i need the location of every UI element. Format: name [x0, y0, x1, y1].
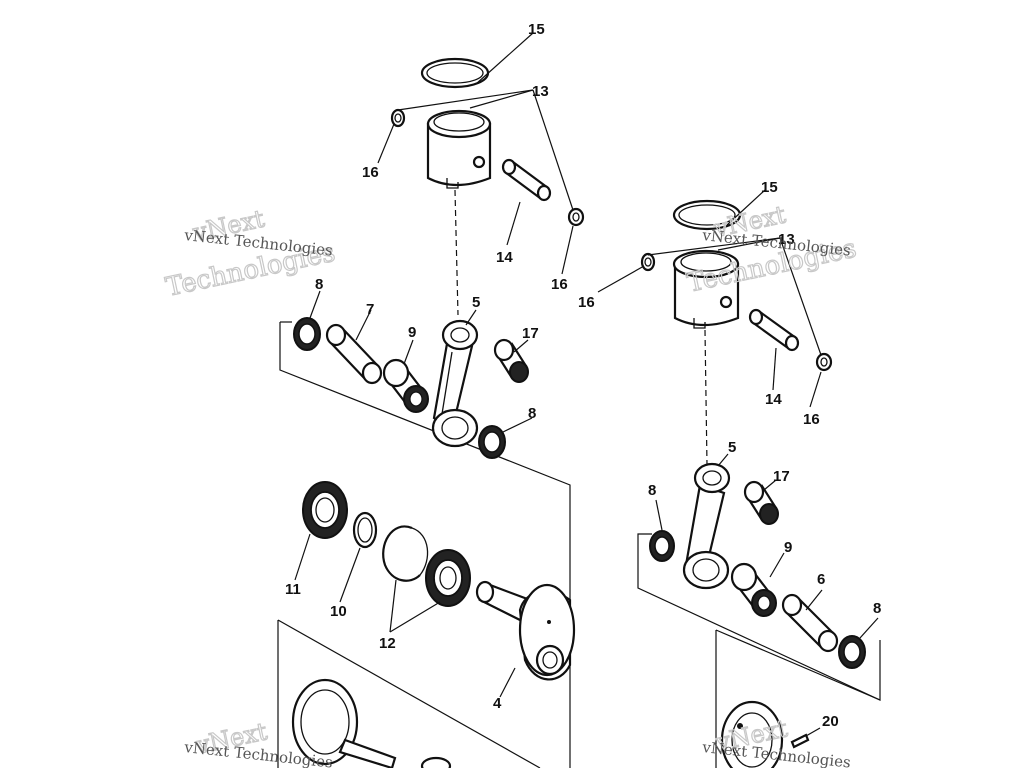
crankshaft-left-lower — [291, 678, 452, 768]
snap-ring-left — [352, 511, 378, 549]
connecting-rod-right — [682, 462, 731, 590]
dowel-pin-right — [790, 733, 810, 749]
needle-bearing-right — [730, 562, 777, 617]
wrist-pin-right — [748, 308, 800, 352]
callout-8-right-1: 8 — [648, 482, 656, 499]
callout-15-right: 15 — [761, 179, 778, 196]
callout-17-left: 17 — [522, 325, 539, 342]
piston-ring-right — [672, 199, 742, 231]
callout-8-left-2: 8 — [528, 405, 536, 422]
callout-14-left: 14 — [496, 249, 513, 266]
circlip-left-2 — [567, 207, 585, 227]
circlip-left-1 — [390, 108, 406, 128]
callout-14-right: 14 — [765, 391, 782, 408]
piston-right — [672, 249, 740, 329]
callout-6: 6 — [817, 571, 825, 588]
callout-17-right: 17 — [773, 468, 790, 485]
callout-13-left: 13 — [532, 83, 549, 100]
crank-pin-right — [781, 593, 839, 653]
callout-8-left-1: 8 — [315, 276, 323, 293]
needle-bearing-left — [382, 358, 429, 413]
callout-4: 4 — [493, 695, 502, 712]
main-bearing-left-1 — [302, 481, 348, 539]
callout-11: 11 — [285, 581, 301, 598]
small-end-bearing-left — [493, 338, 529, 383]
callout-13-right: 13 — [778, 231, 795, 248]
callout-5-left: 5 — [472, 294, 480, 311]
small-end-bearing-right — [743, 480, 779, 525]
callout-9-right: 9 — [784, 539, 792, 556]
callout-10: 10 — [330, 603, 347, 620]
callout-7: 7 — [366, 301, 374, 318]
crankshaft-right-lower — [720, 700, 784, 768]
callout-8-right-2: 8 — [873, 600, 881, 617]
main-bearing-left-2 — [425, 549, 471, 607]
callout-16-right-2: 16 — [803, 411, 820, 428]
callout-5-right: 5 — [728, 439, 736, 456]
callout-16-left-1: 16 — [362, 164, 379, 181]
callout-12: 12 — [379, 635, 396, 652]
callout-labels: 15 13 16 14 16 8 7 9 5 17 8 11 10 12 4 1… — [285, 21, 881, 730]
retaining-ring-left — [382, 525, 429, 582]
connecting-rod-left — [431, 319, 479, 448]
callout-16-left-2: 16 — [551, 276, 568, 293]
piston-left — [426, 109, 492, 189]
crank-pin-left — [325, 323, 383, 385]
thrust-washer-right-2 — [838, 635, 866, 669]
thrust-washer-left-1 — [293, 317, 321, 351]
circlip-right-2 — [815, 352, 833, 372]
thrust-washer-left-2 — [478, 425, 506, 459]
wrist-pin-left — [501, 158, 552, 202]
callout-16-right-1: 16 — [578, 294, 595, 311]
thrust-washer-right-1 — [649, 530, 675, 562]
callout-9-left: 9 — [408, 324, 416, 341]
callout-15-left: 15 — [528, 21, 545, 38]
crankshaft-left — [475, 580, 576, 681]
callout-20: 20 — [822, 713, 839, 730]
circlip-right-1 — [640, 252, 656, 272]
